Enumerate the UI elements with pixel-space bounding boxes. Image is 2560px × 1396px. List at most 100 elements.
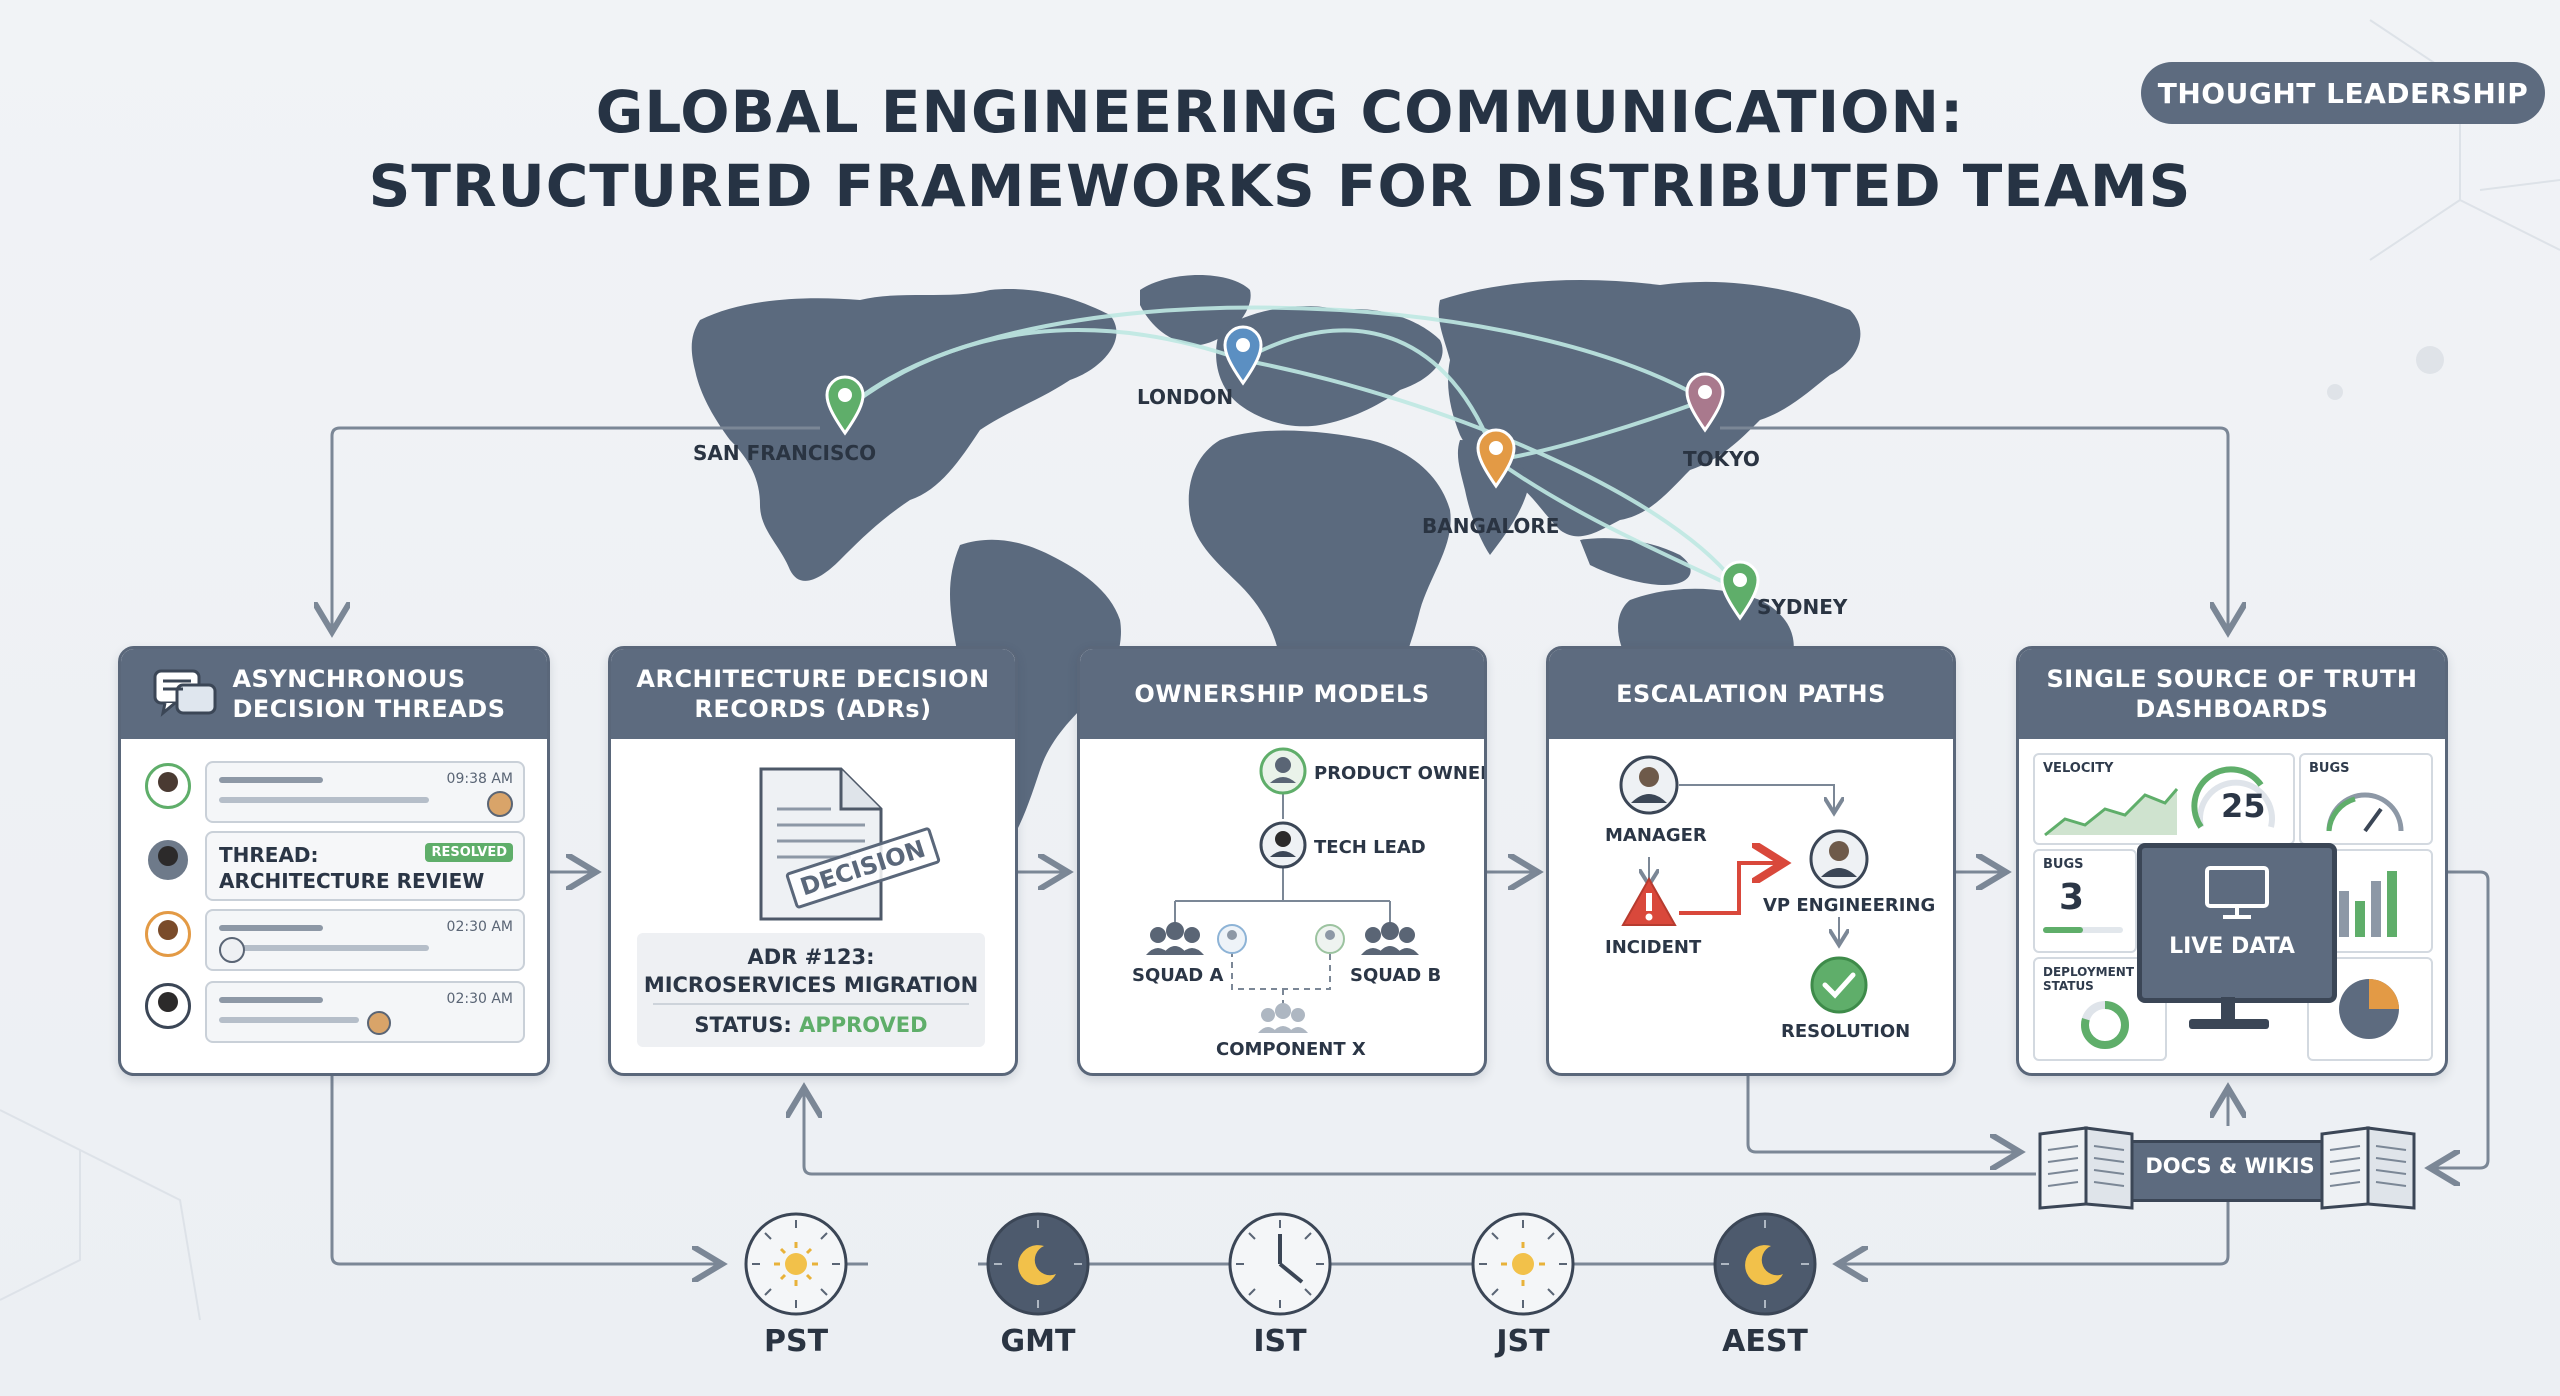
clock-icon	[1228, 1212, 1332, 1316]
continent-north-america	[691, 289, 1117, 581]
moon-icon	[986, 1212, 1090, 1316]
panel-ownership-models: OWNERSHIP MODELS	[1077, 646, 1487, 1076]
timezone-label-gmt: GMT	[1000, 1324, 1076, 1359]
panel-title-escalation: ESCALATION PATHS	[1616, 680, 1886, 708]
message-time: 02:30 AM	[446, 991, 513, 1007]
adr-status-label: STATUS:	[694, 1013, 792, 1037]
avatar	[145, 911, 191, 957]
timezone-label-ist: IST	[1253, 1324, 1307, 1359]
velocity-gauge	[2191, 766, 2275, 829]
incident-warning-icon	[1621, 876, 1677, 926]
pin-london	[1223, 325, 1263, 386]
velocity-label: VELOCITY	[2043, 761, 2114, 776]
list-item[interactable]: THREAD: ARCHITECTURE REVIEW RESOLVED	[205, 831, 525, 901]
pin-sydney	[1720, 560, 1760, 621]
avatar	[145, 763, 191, 809]
bugs-gauge	[2326, 792, 2404, 833]
message-time: 09:38 AM	[446, 771, 513, 787]
city-label-bangalore: BANGALORE	[1422, 514, 1560, 538]
squad-a-label: SQUAD A	[1132, 965, 1224, 986]
sun-icon	[744, 1212, 848, 1316]
resolution-label: RESOLUTION	[1781, 1021, 1911, 1042]
panel-title-ownership: OWNERSHIP MODELS	[1134, 680, 1430, 708]
adr-record-number: ADR #123:	[747, 945, 875, 969]
panel-single-source-of-truth: SINGLE SOURCE OF TRUTH DASHBOARDS VELOCI…	[2016, 646, 2448, 1076]
status-badge: RESOLVED	[425, 843, 513, 862]
book-icon-right	[2320, 1126, 2416, 1210]
deployment-label: DEPLOYMENT STATUS	[2043, 965, 2135, 993]
panel-title-truth: SINGLE SOURCE OF TRUTH DASHBOARDS	[2046, 665, 2418, 723]
pie-chart-mini	[2339, 979, 2399, 1039]
manager-label: MANAGER	[1605, 825, 1707, 846]
continent-se-asia	[1580, 538, 1691, 585]
velocity-area-chart	[2044, 788, 2179, 837]
bugs-label-2: BUGS	[2043, 857, 2084, 872]
monitor-icon	[2205, 866, 2269, 919]
pin-san-francisco	[825, 375, 865, 436]
chat-bubbles-icon	[153, 669, 217, 717]
list-item[interactable]: 02:30 AM	[205, 909, 525, 971]
component-icon	[1258, 1003, 1308, 1033]
thought-leadership-badge: THOUGHT LEADERSHIP	[2141, 62, 2545, 124]
city-label-san-francisco: SAN FRANCISCO	[693, 441, 877, 465]
deployment-donut	[2081, 1001, 2129, 1049]
timezone-label-pst: PST	[763, 1324, 829, 1359]
member-avatar-a	[1217, 924, 1247, 954]
manager-avatar	[1619, 755, 1679, 815]
panel-escalation-paths: ESCALATION PATHS	[1546, 646, 1956, 1076]
ownership-org-chart	[1146, 747, 1419, 1033]
bugs-gauge-card[interactable]: BUGS	[2299, 753, 2433, 845]
title-line-2: STRUCTURED FRAMEWORKS FOR DISTRIBUTED TE…	[368, 152, 2192, 220]
panel-async-decision-threads: ASYNCHRONOUS DECISION THREADS 09:38 AM T…	[118, 646, 550, 1076]
pin-bangalore	[1476, 428, 1516, 489]
thread-title: ARCHITECTURE REVIEW	[219, 869, 485, 893]
pin-tokyo	[1685, 372, 1725, 433]
city-label-tokyo: TOKYO	[1683, 447, 1760, 471]
product-owner-label: PRODUCT OWNER	[1314, 763, 1487, 784]
resolution-check-icon	[1810, 956, 1868, 1014]
bugs-count-card[interactable]: BUGS 3	[2033, 849, 2137, 953]
book-icon-left	[2038, 1126, 2134, 1210]
city-label-london: LONDON	[1137, 385, 1234, 409]
squad-b-label: SQUAD B	[1350, 965, 1442, 986]
message-time: 02:30 AM	[446, 919, 513, 935]
panel-title-async: ASYNCHRONOUS DECISION THREADS	[232, 665, 506, 723]
adr-record-card[interactable]: ADR #123: MICROSERVICES MIGRATION STATUS…	[637, 933, 985, 1047]
adr-record-title: MICROSERVICES MIGRATION	[643, 973, 979, 997]
title-line-1: GLOBAL ENGINEERING COMMUNICATION:	[595, 78, 1965, 146]
avatar	[145, 983, 191, 1029]
timezone-label-aest: AEST	[1722, 1324, 1808, 1359]
velocity-value: 25	[2221, 787, 2266, 825]
incident-label: INCIDENT	[1605, 937, 1702, 958]
vp-engineering-avatar	[1809, 829, 1869, 889]
bugs-label-1: BUGS	[2309, 761, 2350, 776]
live-data-label: LIVE DATA	[2169, 934, 2295, 959]
tech-lead-avatar	[1259, 821, 1307, 869]
sun-icon	[1471, 1212, 1575, 1316]
city-label-sydney: SYDNEY	[1757, 595, 1848, 619]
component-x-label: COMPONENT X	[1216, 1039, 1366, 1060]
panel-architecture-decision-records: ARCHITECTURE DECISION RECORDS (ADRs) DEC…	[608, 646, 1018, 1076]
moon-icon	[1713, 1212, 1817, 1316]
member-avatar-b	[1315, 924, 1345, 954]
bugs-value: 3	[2059, 877, 2085, 918]
adr-status-value: APPROVED	[799, 1013, 928, 1037]
thread-label: THREAD:	[219, 843, 319, 867]
avatar	[145, 837, 191, 883]
squad-a-icon	[1146, 922, 1204, 955]
continent-asia	[1438, 280, 1861, 537]
velocity-card[interactable]: VELOCITY 25	[2033, 753, 2295, 845]
vp-engineering-label: VP ENGINEERING	[1763, 895, 1936, 916]
docs-wikis-banner[interactable]: DOCS & WIKIS	[2038, 1126, 2420, 1210]
docs-wikis-label: DOCS & WIKIS	[2145, 1154, 2315, 1178]
squad-b-icon	[1361, 922, 1419, 955]
list-item[interactable]: 02:30 AM	[205, 981, 525, 1043]
timezone-label-jst: JST	[1496, 1324, 1550, 1359]
tech-lead-label: TECH LEAD	[1314, 837, 1426, 858]
live-data-monitor[interactable]: LIVE DATA	[2137, 843, 2337, 1003]
list-item[interactable]: 09:38 AM	[205, 761, 525, 823]
